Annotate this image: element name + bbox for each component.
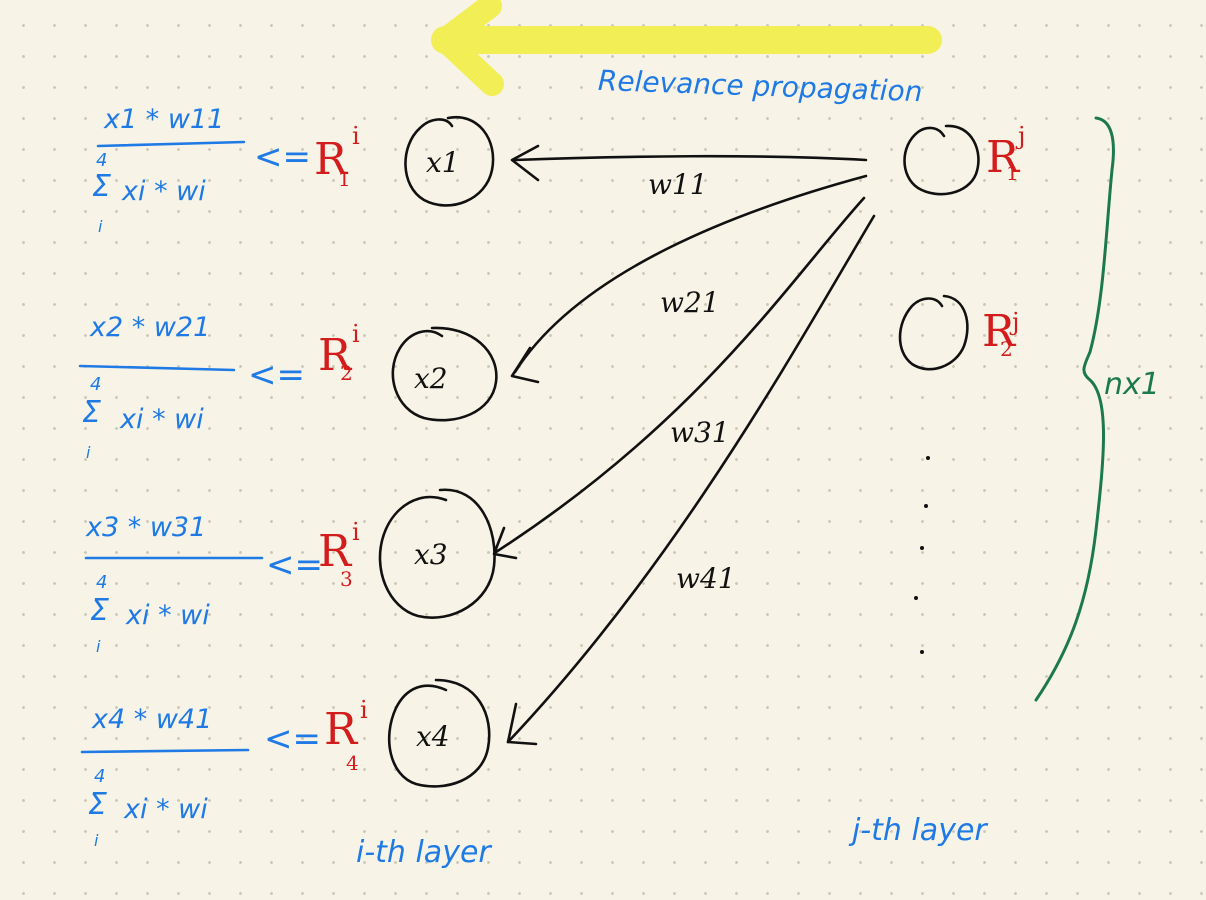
- relevance-i-1: R 1 i: [314, 122, 360, 191]
- node-x4: x4: [387, 678, 491, 788]
- node-label-x3: x3: [414, 538, 448, 571]
- svg-text:2: 2: [1000, 337, 1013, 361]
- formula-numerator: x2 * w21: [89, 312, 210, 343]
- weight-label-w31: w31: [670, 416, 730, 449]
- node-label-x4: x4: [416, 720, 450, 753]
- formula-denominator: xi * wi: [121, 176, 206, 207]
- formula-numerator: x3 * w31: [85, 512, 206, 543]
- sum-symbol: Σ: [88, 787, 107, 822]
- formula-arrow: <=: [254, 137, 311, 177]
- layer-j-brace: nx1: [1034, 116, 1160, 702]
- sum-lower: i: [98, 217, 103, 236]
- svg-text:R: R: [982, 306, 1017, 357]
- brace-label: nx1: [1104, 367, 1160, 402]
- svg-text:1: 1: [338, 167, 351, 191]
- sum-symbol: Σ: [92, 169, 111, 204]
- formula-arrow: <=: [264, 719, 321, 759]
- relevance-j-1: R 1 j: [986, 122, 1025, 185]
- relevance-i-3: R 3 i: [318, 518, 360, 591]
- svg-text:i: i: [352, 518, 360, 546]
- weight-label-w11: w11: [648, 168, 708, 201]
- formula-arrow: <=: [248, 355, 305, 395]
- edge-w31: [492, 196, 866, 560]
- formula-arrow: <=: [266, 545, 323, 585]
- svg-text:R: R: [986, 132, 1021, 183]
- diagram-title: Relevance propagation: [597, 64, 923, 108]
- relevance-j-2: R 2 j: [982, 306, 1019, 361]
- formula-4: x4 * w41 4 Σ i xi * wi <=: [80, 704, 321, 850]
- layer-label-j: j-th layer: [848, 813, 988, 848]
- formula-denominator: xi * wi: [119, 404, 204, 435]
- svg-text:R: R: [324, 704, 359, 755]
- svg-text:i: i: [360, 696, 368, 724]
- weight-label-w41: w41: [676, 562, 736, 595]
- formula-denominator: xi * wi: [125, 600, 210, 631]
- node-j1: [903, 124, 980, 196]
- svg-text:i: i: [352, 320, 360, 348]
- svg-text:3: 3: [340, 567, 353, 591]
- sum-lower: i: [94, 831, 99, 850]
- svg-text:j: j: [1009, 308, 1019, 336]
- formula-numerator: x1 * w11: [103, 104, 224, 135]
- node-x3: x3: [378, 488, 496, 619]
- svg-text:j: j: [1015, 122, 1025, 150]
- formula-denominator: xi * wi: [123, 794, 208, 825]
- node-x2: x2: [391, 326, 498, 422]
- formula-3: x3 * w31 4 Σ i xi * wi <=: [84, 512, 323, 656]
- sum-lower: i: [96, 637, 101, 656]
- sum-symbol: Σ: [90, 593, 109, 628]
- formula-numerator: x4 * w41: [91, 704, 212, 735]
- svg-text:R: R: [318, 526, 353, 577]
- edge-w41: [506, 214, 876, 746]
- svg-text:i: i: [352, 122, 360, 150]
- edge-w11: [510, 144, 868, 182]
- svg-text:R: R: [318, 330, 353, 381]
- layer-label-i: i-th layer: [356, 835, 492, 870]
- sum-lower: i: [86, 443, 91, 462]
- node-x1: x1: [404, 115, 495, 207]
- node-j2: [898, 294, 969, 371]
- node-label-x2: x2: [414, 362, 448, 395]
- formula-1: x1 * w11 4 Σ i xi * wi <=: [92, 104, 311, 236]
- sum-upper: 4: [94, 766, 105, 787]
- ellipsis-dots: [914, 456, 930, 654]
- node-label-x1: x1: [426, 146, 460, 179]
- svg-text:2: 2: [340, 361, 353, 385]
- svg-text:1: 1: [1006, 161, 1019, 185]
- relevance-i-2: R 2 i: [318, 320, 360, 385]
- sum-upper: 4: [96, 150, 107, 171]
- relevance-i-4: R 4 i: [324, 696, 368, 775]
- propagation-arrow: [431, 0, 942, 96]
- weight-label-w21: w21: [660, 286, 720, 319]
- sum-upper: 4: [90, 374, 101, 395]
- svg-text:4: 4: [346, 751, 359, 775]
- svg-text:R: R: [314, 134, 349, 185]
- edge-w21: [510, 174, 868, 384]
- formula-2: x2 * w21 4 Σ i xi * wi <=: [78, 312, 305, 462]
- sum-symbol: Σ: [82, 395, 101, 430]
- sum-upper: 4: [96, 572, 107, 593]
